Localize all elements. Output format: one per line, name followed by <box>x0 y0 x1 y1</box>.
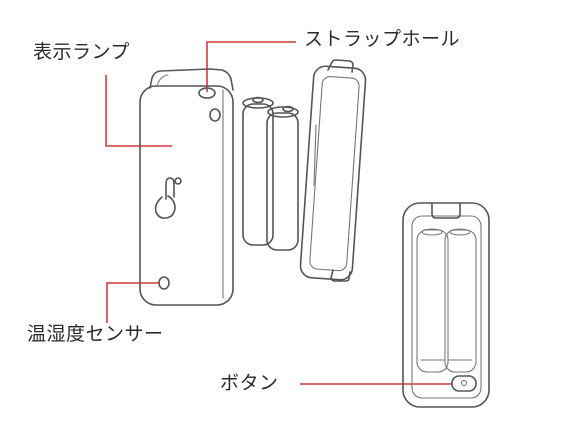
batteries <box>242 96 299 251</box>
battery-compartment <box>416 228 477 373</box>
button <box>451 375 477 392</box>
label-temp-humidity-sensor: 温湿度センサー <box>27 323 164 345</box>
callout-line-indicator-lamp <box>105 75 172 147</box>
label-button: ボタン <box>220 372 279 394</box>
battery-left <box>242 96 274 246</box>
strap-hole <box>198 87 216 99</box>
callout-line-temp-humidity-sensor <box>106 282 160 323</box>
callout-line-strap-hole <box>206 41 296 92</box>
device-back-housing <box>402 202 490 408</box>
logo-icon <box>154 177 182 219</box>
indicator-lamp <box>209 108 221 122</box>
label-indicator-lamp: 表示ランプ <box>33 41 130 63</box>
battery-cover-frame <box>299 59 367 282</box>
device-front-housing <box>139 68 234 306</box>
temp-humidity-sensor-hole <box>158 276 170 290</box>
label-strap-hole: ストラップホール <box>304 28 461 50</box>
battery-right <box>266 105 299 251</box>
